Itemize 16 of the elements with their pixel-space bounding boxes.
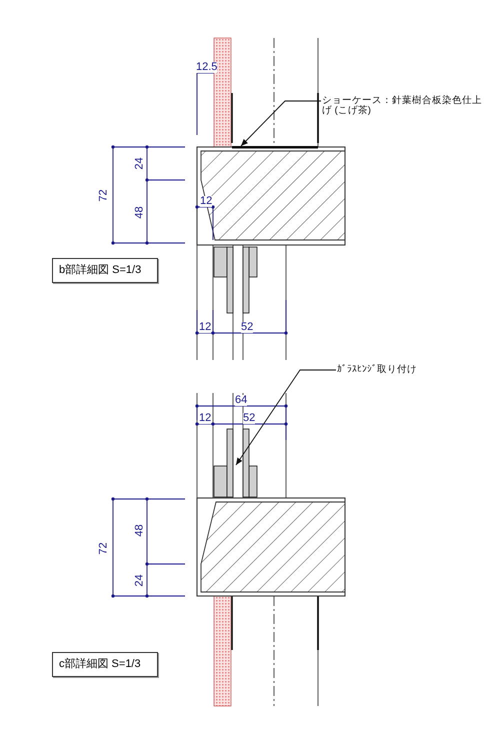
drawing-title: c部詳細図 S=1/3 (52, 652, 158, 677)
leader-line (240, 100, 322, 146)
hinge-drawing (214, 428, 258, 498)
callout-text: ｶﾞﾗｽﾋﾝｼﾞ取り付け (337, 365, 417, 374)
dimension-label: 12 (200, 196, 212, 207)
leader-line (236, 370, 336, 466)
dimension-label: 64 (235, 395, 248, 406)
drawing-title: b部詳細図 S=1/3 (52, 258, 158, 283)
dimension-label: 12.5 (196, 62, 218, 73)
dimension-label: 52 (241, 322, 254, 333)
dimension-label: 12 (199, 322, 212, 333)
dimension-label: 48 (134, 206, 146, 218)
dimension-label: 52 (243, 413, 256, 424)
finish-strip (232, 146, 318, 148)
dimension-label: 12 (199, 413, 212, 424)
dimension-label: 48 (134, 524, 146, 536)
